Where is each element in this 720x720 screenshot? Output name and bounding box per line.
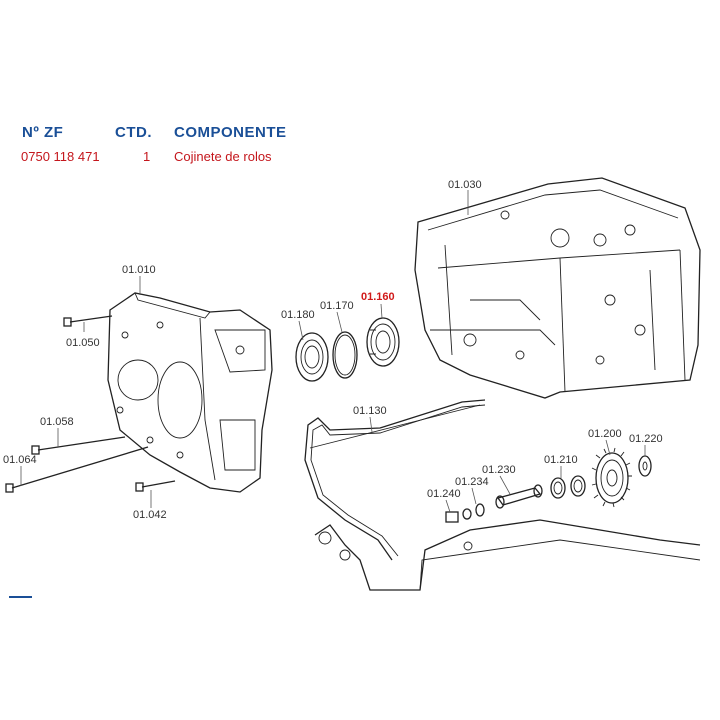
callout-01-234: 01.234 (455, 476, 489, 488)
footer-divider (9, 596, 32, 598)
callout-01-130: 01.130 (353, 405, 387, 417)
bolts-drawing (5, 315, 176, 493)
shaft-drawing (495, 484, 543, 509)
callout-01-050: 01.050 (66, 337, 100, 349)
needle-bearings-drawing (550, 475, 586, 499)
oil-pipe-drawing (304, 399, 486, 561)
front-housing-drawing (107, 292, 273, 493)
header-component: COMPONENTE (174, 124, 287, 141)
leader-lines (20, 190, 646, 513)
callout-01-042: 01.042 (133, 509, 167, 521)
header-quantity: CTD. (115, 124, 152, 141)
callout-01-058: 01.058 (40, 416, 74, 428)
washer-drawing (638, 455, 652, 477)
callout-01-230: 01.230 (482, 464, 516, 476)
callout-01-030: 01.030 (448, 179, 482, 191)
gear-drawing (591, 447, 632, 508)
callout-01-220: 01.220 (629, 433, 663, 445)
row-part-number: 0750 118 471 (21, 149, 100, 164)
small-parts-drawing (445, 503, 485, 523)
row-quantity: 1 (143, 149, 151, 164)
roller-bearing-drawing (366, 317, 400, 367)
snap-ring-drawing (332, 331, 358, 379)
row-component: Cojinete de rolos (174, 149, 272, 164)
lower-housing-drawing (314, 519, 701, 591)
callout-01-010: 01.010 (122, 264, 156, 276)
callout-01-210: 01.210 (544, 454, 578, 466)
callout-01-160: 01.160 (361, 291, 395, 303)
callout-01-180: 01.180 (281, 309, 315, 321)
header-part-number: Nº ZF (22, 124, 64, 141)
callout-01-240: 01.240 (427, 488, 461, 500)
callout-01-200: 01.200 (588, 428, 622, 440)
seal-drawing (295, 332, 329, 382)
callout-01-064: 01.064 (3, 454, 37, 466)
main-housing-drawing (414, 177, 701, 399)
callout-01-170: 01.170 (320, 300, 354, 312)
